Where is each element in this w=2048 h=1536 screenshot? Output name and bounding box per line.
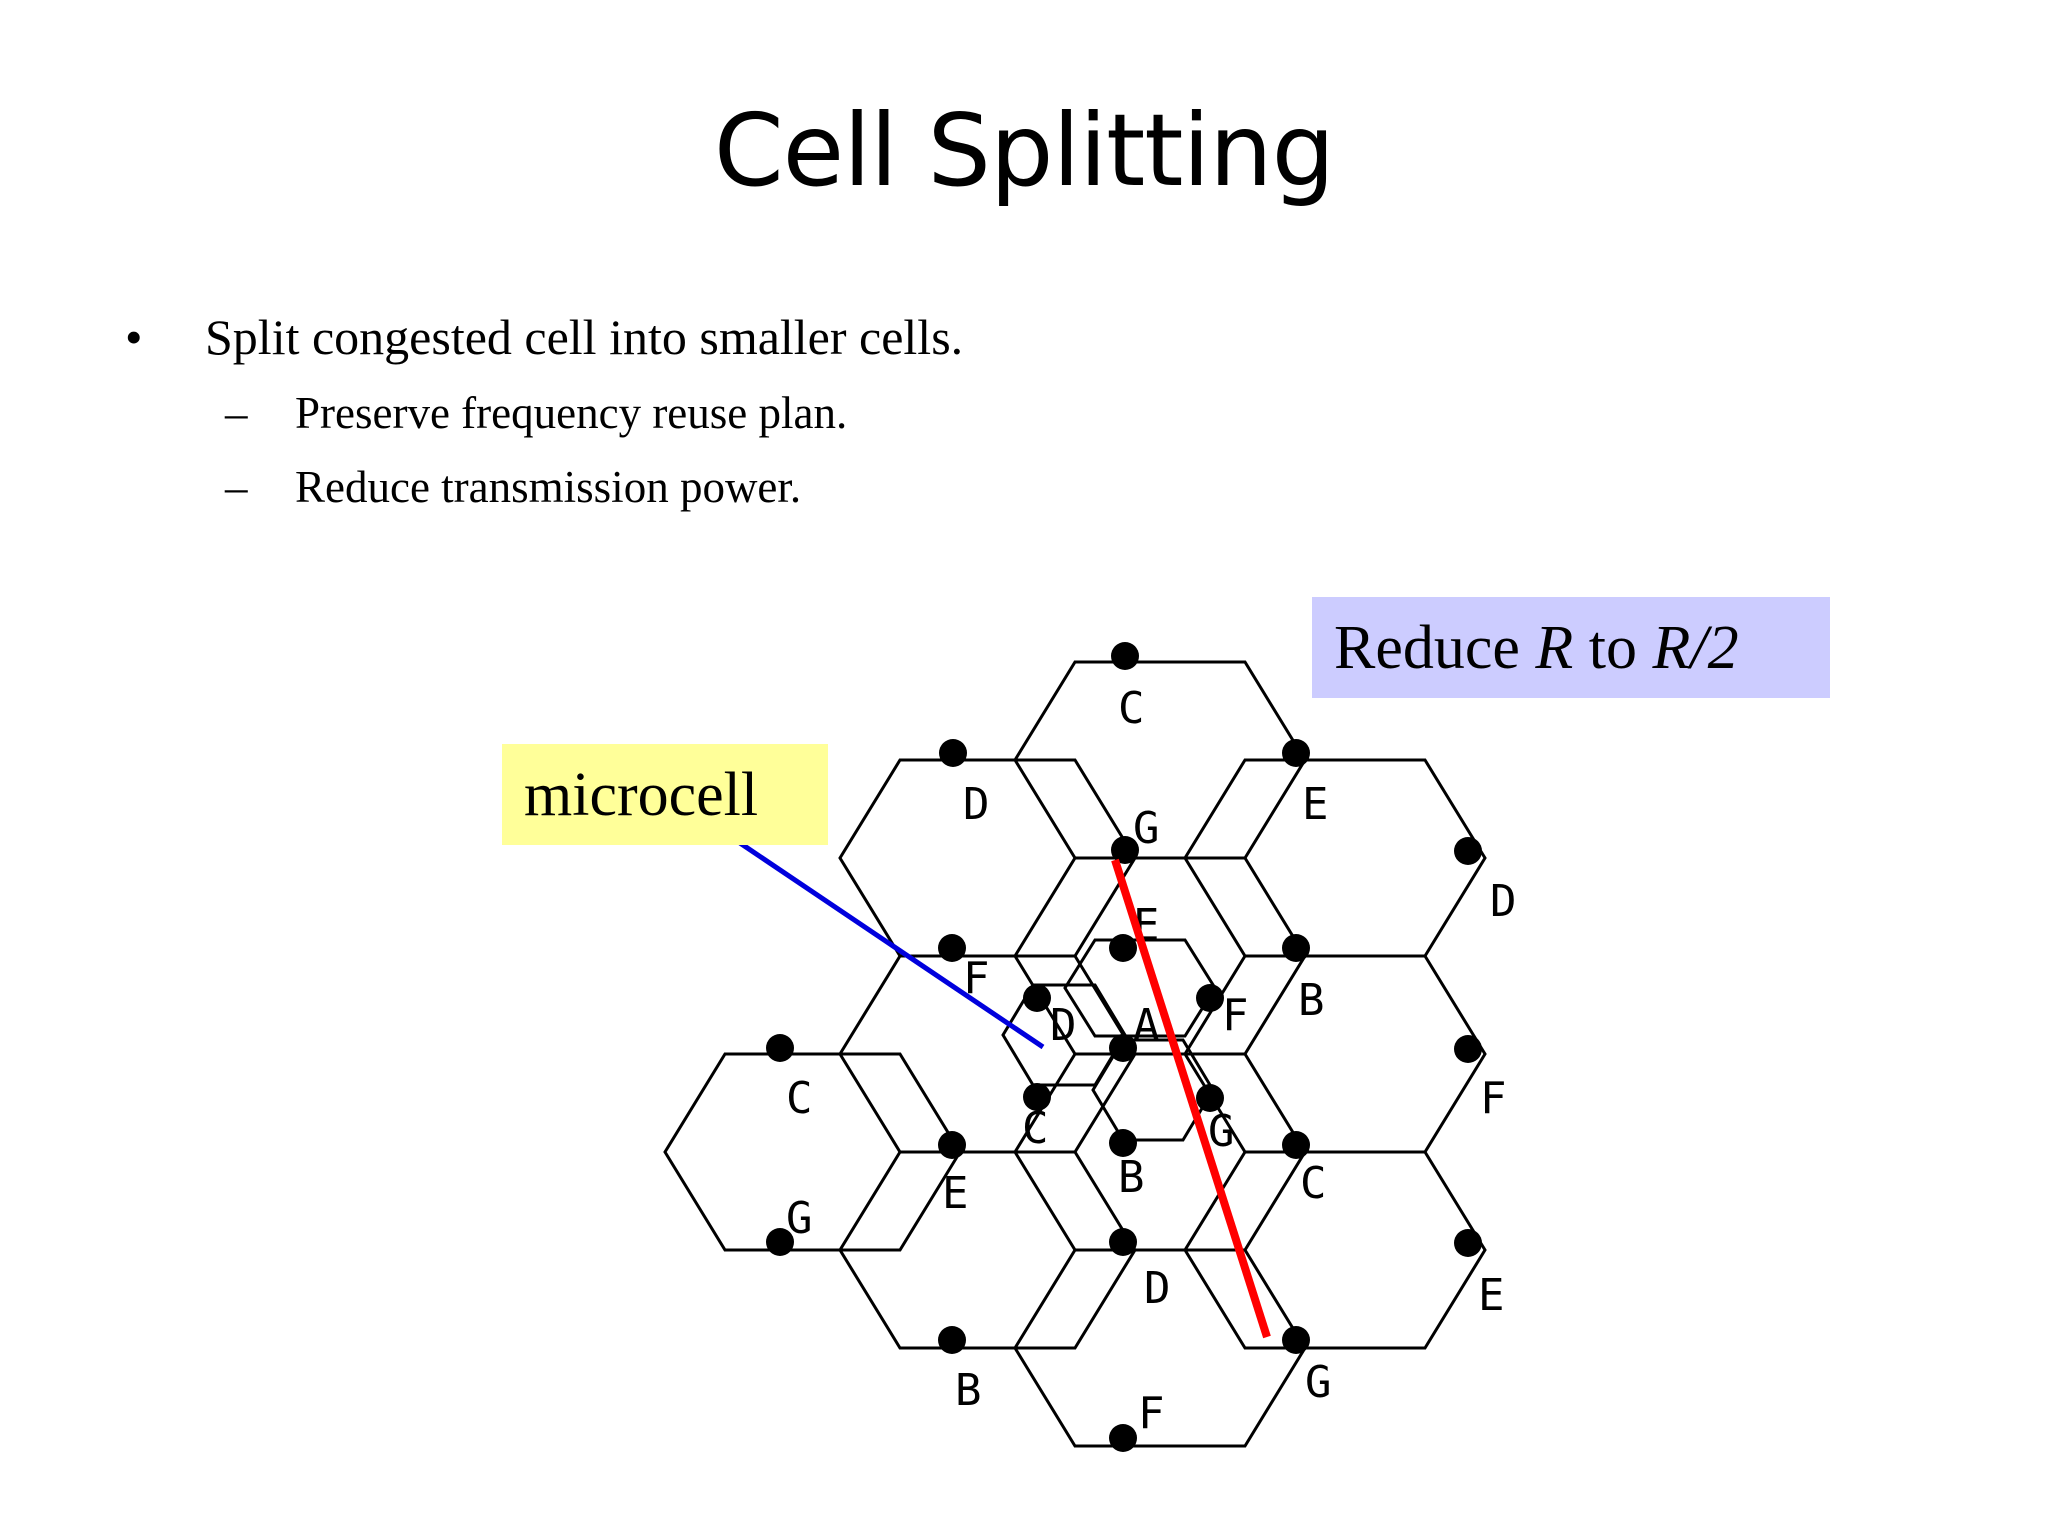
hex-cell (663, 1052, 962, 1252)
radius-line (1111, 858, 1271, 1339)
base-station-dots (766, 642, 1482, 1452)
cell-label: B (1298, 975, 1325, 1026)
cell-label: C (786, 1073, 813, 1124)
sub-bullet-marker: – (225, 388, 248, 438)
hex-cell (1013, 1248, 1307, 1448)
micro-cell-label: D (1050, 1000, 1077, 1051)
base-station-dot (1282, 1326, 1310, 1354)
large-hex-grid (663, 660, 1487, 1448)
cell-label: B (1118, 1152, 1145, 1203)
cell-labels: C D G E D F E A B C F C G E B C D E B F … (786, 683, 1517, 1439)
base-station-dot (938, 1131, 966, 1159)
base-station-dot (1109, 934, 1137, 962)
base-station-dot (1023, 1083, 1051, 1111)
base-station-dot (1111, 642, 1139, 670)
bullet-text: Split congested cell into smaller cells. (205, 309, 964, 365)
base-station-dot (1282, 1131, 1310, 1159)
hex-cell (838, 1150, 1137, 1350)
cell-label: C (1022, 1103, 1049, 1154)
reduce-text-mid: to (1573, 614, 1653, 682)
microcell-callout: microcell (502, 744, 828, 845)
micro-hex-cell (1091, 1038, 1215, 1142)
micro-hex-cell (1063, 938, 1217, 1038)
base-station-dot (1109, 1034, 1137, 1062)
cell-label: F (1138, 1388, 1165, 1439)
radius-symbol: R (1535, 614, 1574, 682)
base-station-dot (1196, 984, 1224, 1012)
microcell-callout-text: microcell (524, 761, 759, 829)
base-station-dot (1454, 1035, 1482, 1063)
base-station-dot (1454, 837, 1482, 865)
micro-cell-label: F (1222, 990, 1249, 1041)
cell-label: E (1478, 1270, 1505, 1321)
cell-label: B (955, 1365, 982, 1416)
cell-label: D (1144, 1263, 1171, 1314)
micro-cell-label: G (1208, 1106, 1235, 1157)
reduce-text-pre: Reduce (1334, 614, 1536, 682)
cell-label: E (1302, 779, 1329, 830)
base-station-dot (1282, 739, 1310, 767)
base-station-dot (766, 1034, 794, 1062)
slide-title: Cell Splitting (713, 92, 1335, 209)
cell-label: C (1300, 1158, 1327, 1209)
base-station-dot (1023, 984, 1051, 1012)
base-station-dot (939, 739, 967, 767)
base-station-dot (938, 934, 966, 962)
reduce-radius-text: Reduce R to R/2 (1334, 613, 1739, 684)
cell-label: A (1133, 1000, 1160, 1051)
base-station-dot (1282, 934, 1310, 962)
reduce-radius-callout: Reduce R to R/2 (1312, 597, 1830, 698)
bullet-marker: • (125, 309, 143, 365)
microcell-pointer-line (738, 840, 1045, 1050)
cell-label: G (1305, 1357, 1332, 1408)
base-station-dot (766, 1228, 794, 1256)
cell-label: F (1480, 1073, 1507, 1124)
base-station-dot (1109, 1424, 1137, 1452)
base-station-dot (1454, 1229, 1482, 1257)
cell-label: D (1490, 876, 1517, 927)
base-station-dot (1111, 836, 1139, 864)
cell-label: C (1118, 683, 1145, 734)
half-radius-symbol: R/2 (1652, 614, 1739, 682)
base-station-dot (1109, 1228, 1137, 1256)
micro-hex-grid (1001, 938, 1217, 1142)
cell-label: G (786, 1193, 813, 1244)
sub-bullet-text: Preserve frequency reuse plan. (295, 388, 848, 438)
cell-label: G (1133, 803, 1160, 854)
cell-label: E (942, 1168, 969, 1219)
base-station-dot (1109, 1129, 1137, 1157)
cell-label: D (963, 779, 990, 830)
base-station-dot (938, 1326, 966, 1354)
sub-bullet-marker: – (225, 462, 248, 512)
sub-bullet-text: Reduce transmission power. (295, 462, 802, 512)
base-station-dot (1196, 1084, 1224, 1112)
